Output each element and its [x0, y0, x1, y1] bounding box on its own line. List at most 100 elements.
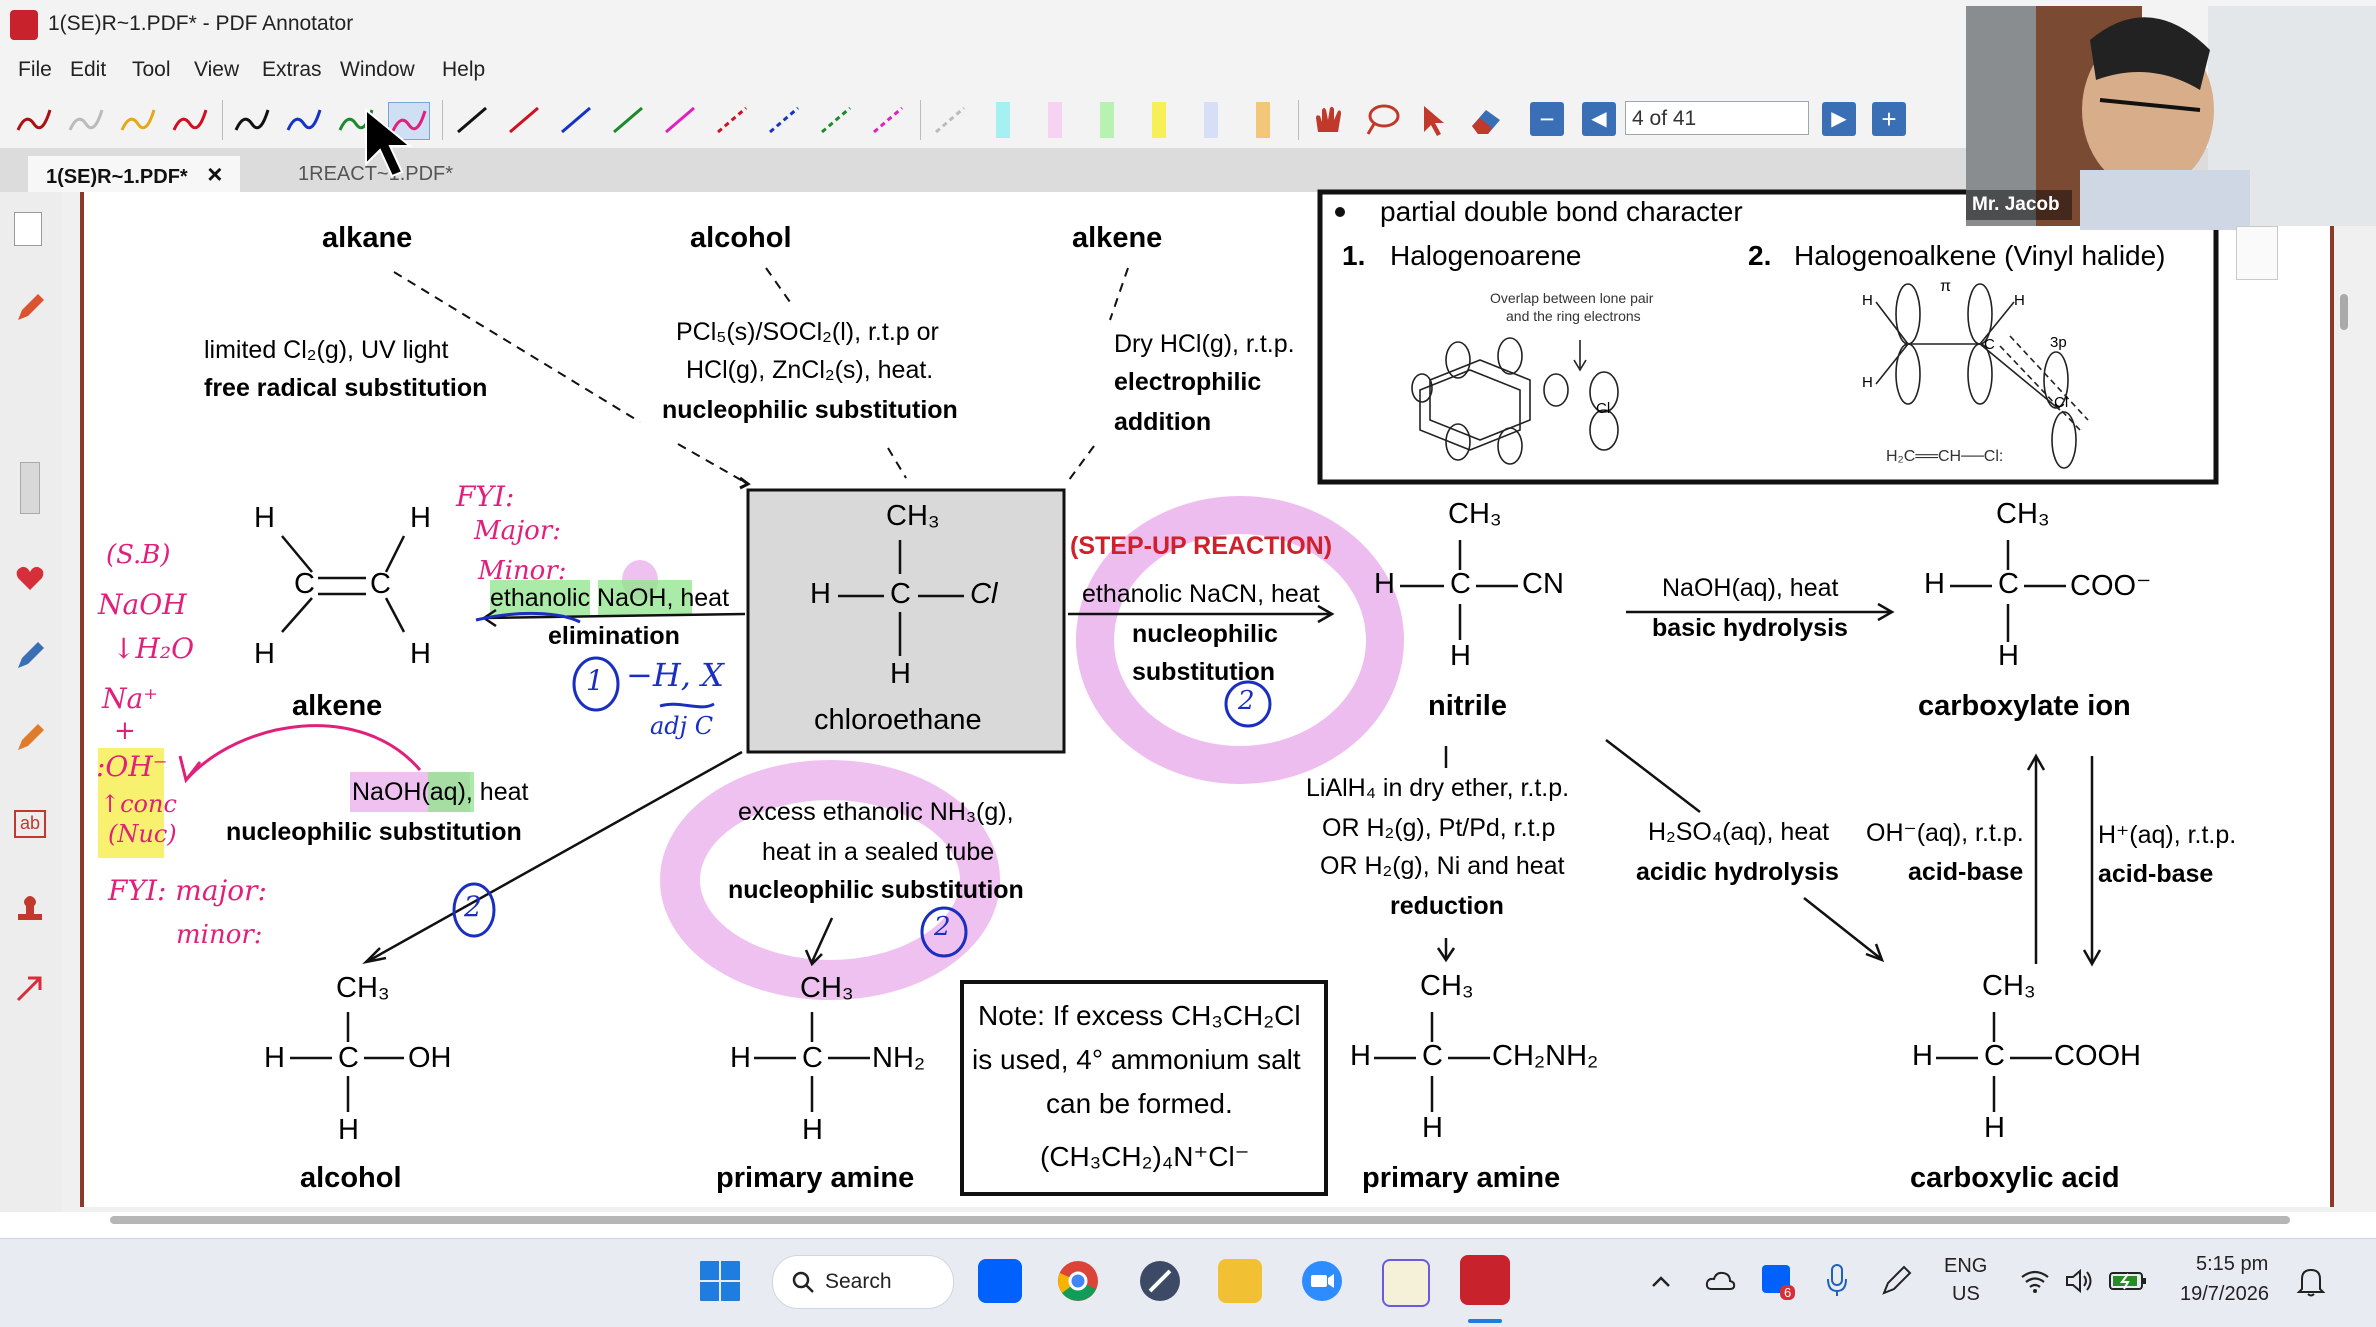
highlighter-icon[interactable]	[14, 722, 46, 754]
menu-edit[interactable]: Edit	[70, 58, 107, 81]
tab-label: 1(SE)R~1.PDF*	[46, 166, 188, 188]
compass-app-icon[interactable]	[1138, 1259, 1182, 1303]
dashed-line-icon[interactable]	[712, 102, 752, 138]
notification-bell-icon[interactable]	[2296, 1265, 2326, 1297]
dashed-line-icon[interactable]	[930, 102, 970, 138]
line-icon[interactable]	[452, 102, 492, 138]
formula-text: CH₂NH₂	[1492, 1040, 1599, 1072]
hand-tool-button[interactable]	[2236, 226, 2278, 280]
menu-window[interactable]: Window	[340, 58, 415, 81]
language-indicator[interactable]: ENG	[1944, 1255, 1988, 1277]
close-icon[interactable]: ×	[207, 159, 223, 189]
pen-icon[interactable]	[232, 102, 272, 138]
zoom-icon[interactable]	[1300, 1259, 1344, 1303]
handwriting-minus-hx: −H, X	[626, 656, 724, 694]
marker-yellow-icon[interactable]	[1152, 102, 1166, 138]
marker-pink-icon[interactable]	[1048, 102, 1062, 138]
tab-document-2[interactable]: 1REACT~1.PDF*	[280, 156, 471, 192]
select-arrow-icon[interactable]	[1414, 102, 1454, 138]
dropbox-icon[interactable]	[978, 1259, 1022, 1303]
formula-text: H	[802, 1114, 823, 1146]
scroll-slider[interactable]	[20, 462, 40, 514]
pencil-icon[interactable]	[14, 292, 46, 324]
menu-file[interactable]: File	[18, 58, 52, 81]
whiteboard-app-icon[interactable]	[1382, 1259, 1430, 1307]
page-thumbnail-icon[interactable]	[14, 212, 42, 246]
hand-icon[interactable]	[1310, 102, 1350, 138]
onedrive-cloud-icon[interactable]	[1704, 1267, 1736, 1293]
microphone-icon[interactable]	[1826, 1263, 1848, 1297]
inset-cl-label: Cl	[2054, 394, 2069, 411]
label-alkene: alkene	[292, 690, 383, 722]
vertical-scrollbar[interactable]	[2340, 294, 2348, 330]
dashed-line-icon[interactable]	[816, 102, 856, 138]
wifi-icon[interactable]	[2020, 1269, 2050, 1293]
menu-extras[interactable]: Extras	[262, 58, 322, 81]
pen-icon[interactable]	[14, 640, 46, 672]
pen-tray-icon[interactable]	[1880, 1265, 1912, 1297]
tab-label: 1REACT~1.PDF*	[298, 163, 454, 185]
label-nitrile: nitrile	[1428, 690, 1507, 722]
note-text: can be formed.	[1046, 1088, 1233, 1119]
menu-tool[interactable]: Tool	[132, 58, 171, 81]
stamp-icon[interactable]	[14, 892, 46, 924]
handwriting-circle-2: 2	[934, 912, 951, 942]
condition-text: limited Cl₂(g), UV light	[204, 336, 449, 364]
chrome-icon[interactable]	[1056, 1259, 1100, 1303]
pen-icon[interactable]	[14, 102, 54, 138]
handwriting-na: Na⁺	[102, 682, 158, 715]
horizontal-scrollbar[interactable]	[110, 1216, 2290, 1224]
marker-lavender-icon[interactable]	[1204, 102, 1218, 138]
text-box-icon[interactable]: ab	[14, 810, 46, 838]
inset-heading: Halogenoalkene (Vinyl halide)	[1794, 240, 2166, 271]
battery-charging-icon[interactable]	[2108, 1269, 2148, 1293]
formula-text: C	[294, 568, 315, 600]
windows-start-icon[interactable]	[698, 1259, 742, 1303]
file-explorer-icon[interactable]	[1218, 1259, 1262, 1303]
condition-text: LiAlH₄ in dry ether, r.t.p.	[1306, 774, 1570, 802]
line-icon[interactable]	[608, 102, 648, 138]
lasso-icon[interactable]	[1362, 102, 1402, 138]
menu-view[interactable]: View	[194, 58, 240, 81]
keyboard-layout[interactable]: US	[1952, 1283, 1980, 1305]
arrow-tool-icon[interactable]	[14, 972, 46, 1004]
note-text: Note: If excess CH₃CH₂Cl	[978, 1000, 1301, 1031]
speaker-icon[interactable]	[2064, 1267, 2094, 1295]
dashed-line-icon[interactable]	[868, 102, 908, 138]
heart-icon[interactable]	[14, 562, 46, 594]
tab-document-1[interactable]: 1(SE)R~1.PDF* ×	[28, 156, 241, 192]
condition-text: OR H₂(g), Ni and heat	[1320, 852, 1565, 880]
notification-badge: 6	[1780, 1285, 1796, 1300]
zoom-out-button[interactable]: −	[1530, 102, 1564, 136]
previous-page-button[interactable]: ◀	[1582, 102, 1616, 136]
eraser-icon[interactable]	[1466, 102, 1506, 138]
pdf-annotator-taskbar-icon[interactable]	[1460, 1255, 1510, 1305]
pen-icon[interactable]	[66, 102, 106, 138]
page-number-input[interactable]: 4 of 41	[1625, 101, 1809, 135]
condition-text: OH⁻(aq), r.t.p.	[1866, 819, 2024, 847]
taskbar-search-box[interactable]: Search	[772, 1255, 954, 1309]
formula-text: Cl	[970, 578, 998, 610]
formula-text: C	[1422, 1040, 1443, 1072]
marker-orange-icon[interactable]	[1256, 102, 1270, 138]
chevron-up-icon[interactable]	[1650, 1273, 1672, 1289]
line-icon[interactable]	[556, 102, 596, 138]
zoom-in-button[interactable]: +	[1872, 102, 1906, 136]
line-icon[interactable]	[504, 102, 544, 138]
reaction-type: substitution	[1132, 658, 1276, 686]
formula-text: H	[410, 638, 431, 670]
highlighter-icon[interactable]	[118, 102, 158, 138]
dashed-line-icon[interactable]	[764, 102, 804, 138]
pen-icon[interactable]	[284, 102, 324, 138]
menu-help[interactable]: Help	[442, 58, 486, 81]
handwriting-plus: +	[114, 716, 136, 746]
clock-time[interactable]: 5:15 pm	[2196, 1253, 2269, 1275]
label-alcohol: alcohol	[690, 222, 792, 254]
next-page-button[interactable]: ▶	[1822, 102, 1856, 136]
clock-date[interactable]: 19/7/2026	[2180, 1283, 2269, 1305]
marker-cyan-icon[interactable]	[996, 102, 1010, 138]
line-icon[interactable]	[660, 102, 700, 138]
marker-green-icon[interactable]	[1100, 102, 1114, 138]
condition-text: Dry HCl(g), r.t.p.	[1114, 330, 1295, 358]
pen-icon[interactable]	[170, 102, 210, 138]
